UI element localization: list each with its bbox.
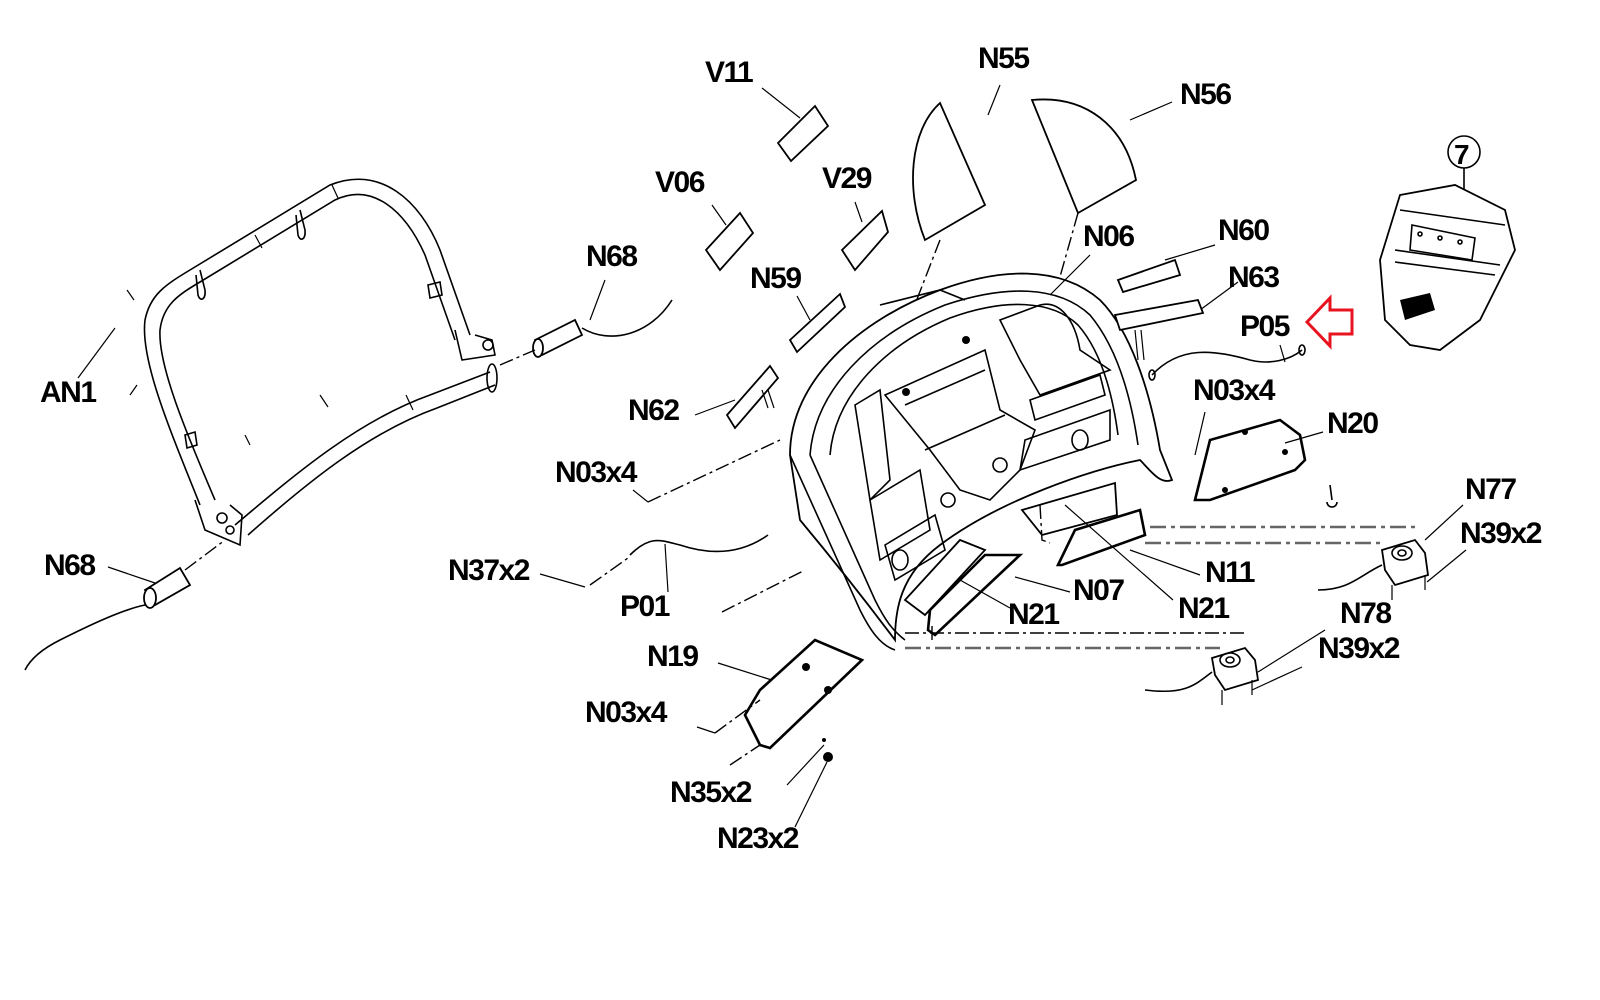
label-p01: P01 — [620, 590, 670, 623]
highlight-arrow-icon — [1304, 294, 1354, 350]
assembly-callout: 7 — [1454, 139, 1469, 170]
label-n60: N60 — [1218, 214, 1269, 247]
label-v29: V29 — [822, 162, 872, 195]
label-n55: N55 — [978, 42, 1029, 75]
label-v11: V11 — [705, 56, 753, 89]
label-n63: N63 — [1228, 261, 1279, 294]
overlay-n60 — [1116, 258, 1182, 294]
label-n03x4-left: N03x4 — [555, 456, 638, 489]
shield-n56 — [1030, 98, 1138, 215]
label-n68-bottom: N68 — [44, 549, 95, 582]
overlay-v29 — [840, 209, 889, 272]
grip-n68-bottom — [24, 539, 226, 671]
label-n68-top: N68 — [586, 240, 637, 273]
cover-n20 — [1193, 418, 1307, 502]
label-an1: AN1 — [40, 376, 96, 409]
label-n23x2: N23x2 — [717, 822, 799, 855]
label-n03x4-right: N03x4 — [1193, 374, 1276, 407]
label-n21-right: N21 — [1178, 592, 1229, 625]
speaker-n78 — [1144, 646, 1260, 705]
overlay-v06 — [704, 211, 755, 272]
overlay-v11 — [776, 104, 830, 163]
handlebar-frame-an1 — [126, 178, 498, 547]
speaker-n77 — [1317, 538, 1429, 600]
overlay-n63 — [1113, 298, 1205, 332]
label-n77: N77 — [1465, 473, 1516, 506]
cover-n19 — [743, 638, 865, 750]
label-n62: N62 — [628, 394, 679, 427]
overlay-n62 — [725, 364, 780, 430]
label-n07: N07 — [1073, 574, 1124, 607]
label-n35x2: N35x2 — [670, 776, 752, 809]
label-n39x2-top: N39x2 — [1460, 517, 1542, 550]
grip-n68-top — [499, 299, 673, 366]
label-n03x4-bottom: N03x4 — [585, 696, 668, 729]
label-n56: N56 — [1180, 78, 1231, 111]
label-p05: P05 — [1240, 310, 1290, 343]
label-v06: V06 — [655, 166, 705, 199]
panel-n07 — [926, 553, 1024, 637]
label-n06: N06 — [1083, 220, 1134, 253]
cable-p01 — [589, 534, 769, 586]
shield-n55 — [912, 101, 987, 242]
label-n78: N78 — [1340, 597, 1391, 630]
label-n11: N11 — [1205, 556, 1255, 589]
label-n59: N59 — [750, 262, 801, 295]
console-assembly-7: 7 — [1379, 135, 1516, 351]
console-frame-n06 — [789, 272, 1174, 651]
cable-p05 — [1148, 344, 1306, 381]
overlay-n21-left — [903, 538, 987, 617]
label-n19: N19 — [647, 640, 698, 673]
label-n37x2: N37x2 — [448, 554, 530, 587]
label-n20: N20 — [1327, 407, 1378, 440]
label-n39x2-bottom: N39x2 — [1318, 632, 1400, 665]
label-n21-left: N21 — [1008, 598, 1059, 631]
overlay-n59 — [788, 292, 847, 354]
